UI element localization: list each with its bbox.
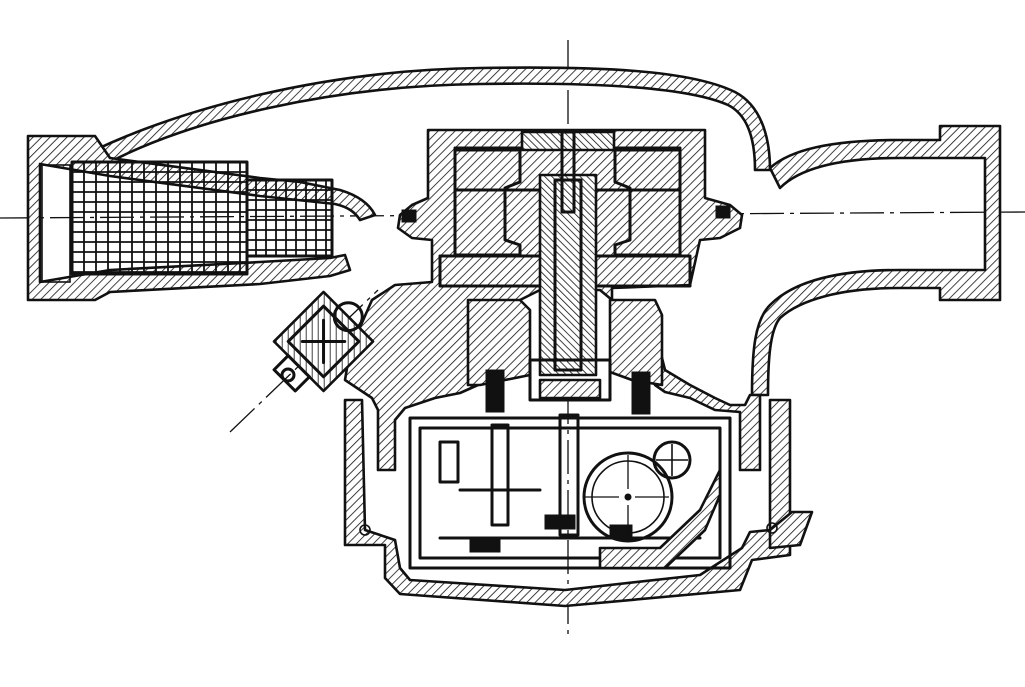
gasket-seals xyxy=(401,205,731,223)
inlet-strainer xyxy=(70,160,334,276)
bypass-channel xyxy=(93,66,1002,397)
magnetic-coupling xyxy=(485,358,651,415)
inlet-pipe xyxy=(26,134,377,302)
register-mechanism xyxy=(408,413,732,570)
regulating-screw xyxy=(272,290,375,393)
dial-wheel xyxy=(582,440,692,543)
register-housing xyxy=(343,398,814,608)
screw-hole xyxy=(280,367,296,383)
